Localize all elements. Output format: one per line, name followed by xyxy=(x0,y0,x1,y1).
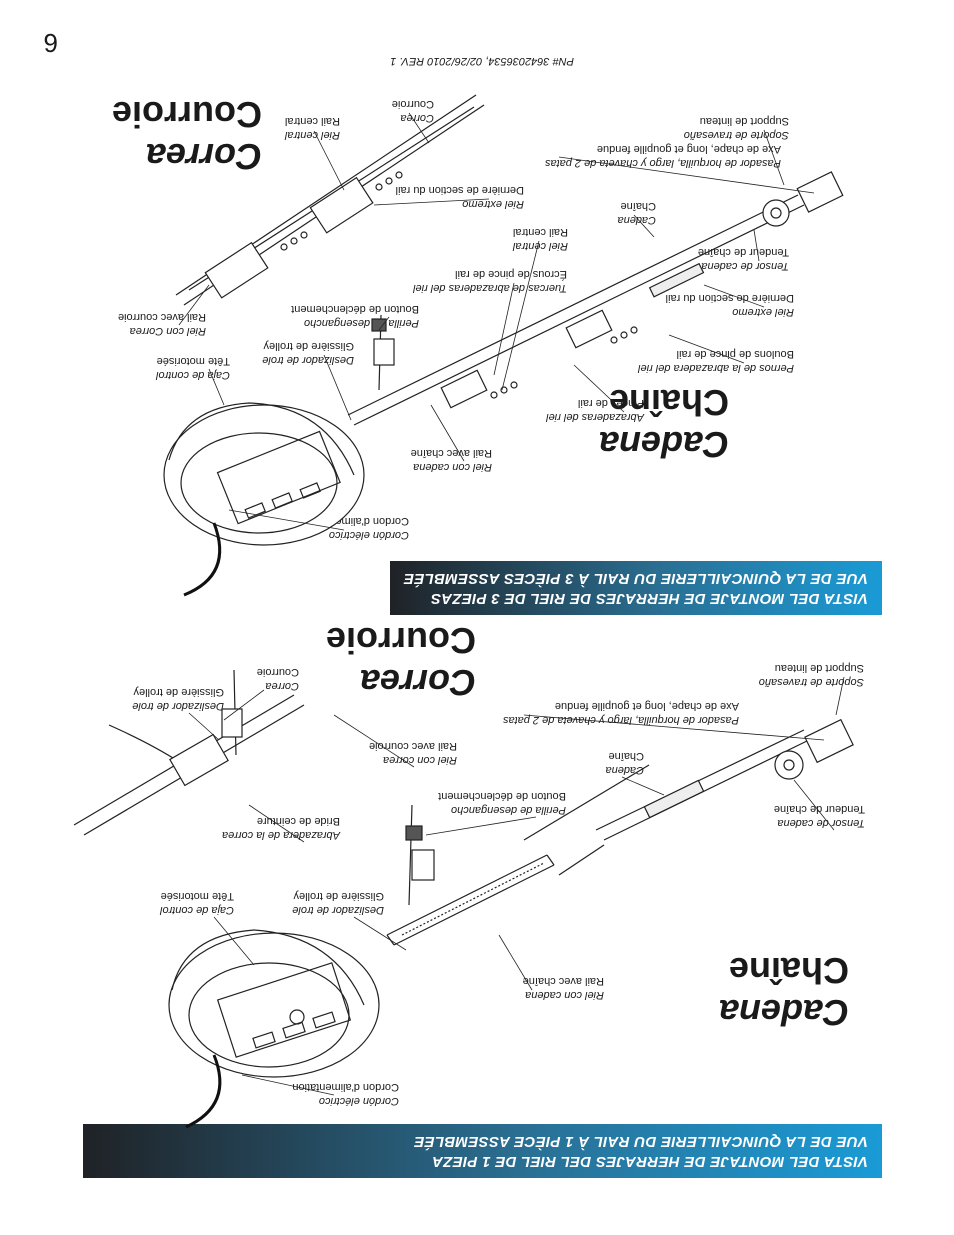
one-piece-release-cord xyxy=(405,804,435,906)
three-piece-belt-rail xyxy=(175,94,485,306)
one-piece-chain-rail xyxy=(386,854,555,946)
one-piece-rail-break-2 xyxy=(523,764,650,841)
three-piece-header-bracket xyxy=(762,171,844,227)
one-piece-header-bracket xyxy=(774,718,854,780)
three-piece-chain-rail xyxy=(347,194,805,426)
one-piece-rail-lower xyxy=(595,729,810,841)
one-piece-rail-break-1 xyxy=(558,844,605,876)
one-piece-leader-lines xyxy=(188,676,845,1096)
three-piece-release-cord xyxy=(371,314,395,391)
three-piece-power-cord xyxy=(183,522,222,597)
one-piece-power-cord xyxy=(185,1054,222,1129)
one-piece-motor-head xyxy=(168,929,380,1078)
one-piece-belt-inset xyxy=(73,669,305,836)
three-piece-motor-head xyxy=(163,402,365,546)
three-piece-leader-lines xyxy=(178,112,815,531)
